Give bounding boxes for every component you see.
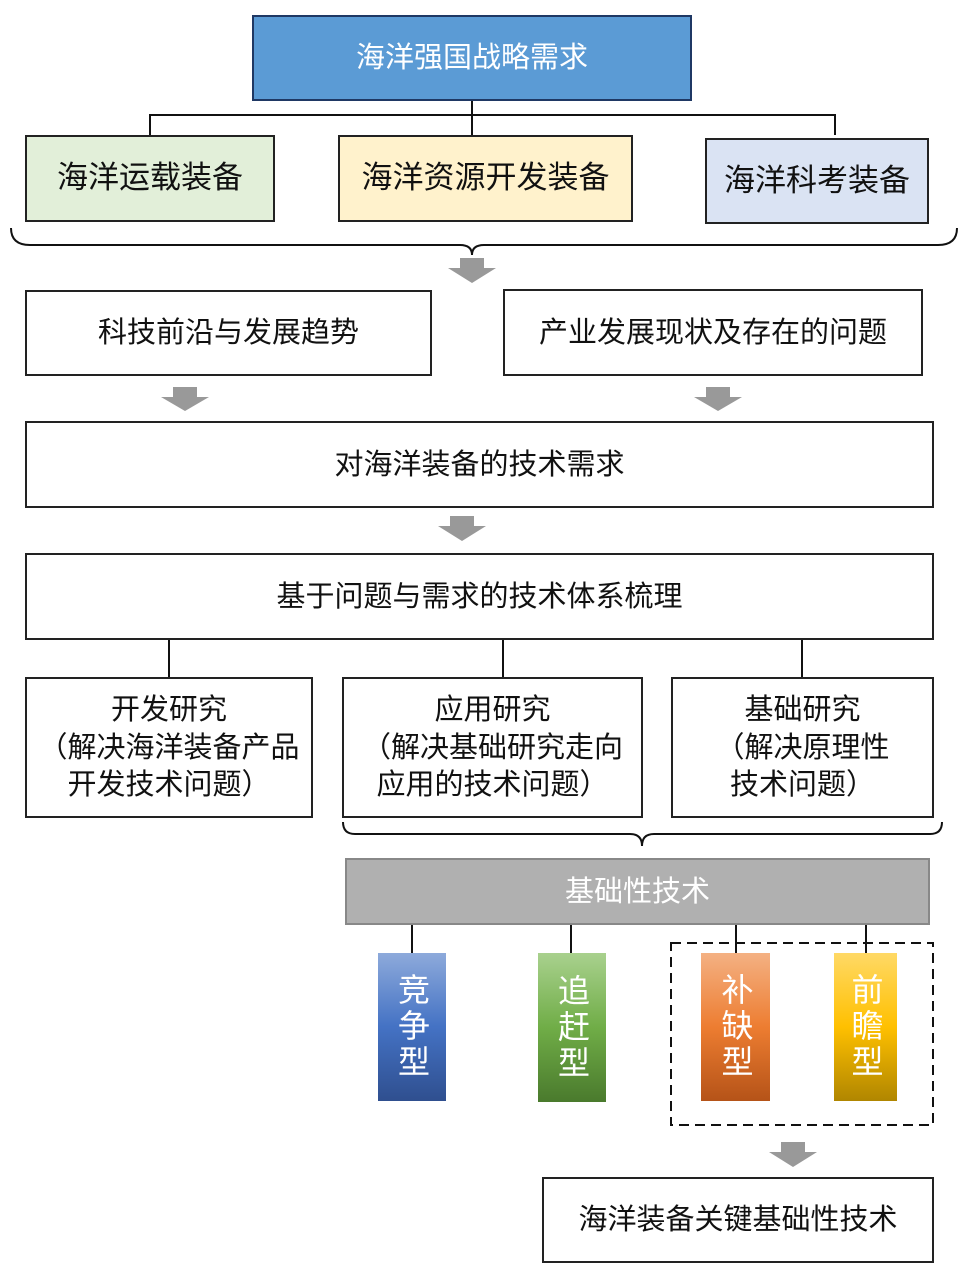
arrow-down-icon xyxy=(161,387,209,411)
frontier-trends-box: 科技前沿与发展趋势 xyxy=(25,290,432,376)
research-desc: （解决基础研究走向应用的技术问题） xyxy=(361,729,623,802)
type-competitive: 竞争型 xyxy=(378,953,446,1101)
brace-research xyxy=(342,821,943,847)
industry-status-box: 产业发展现状及存在的问题 xyxy=(503,289,923,376)
research-basic-box: 基础研究 （解决原理性技术问题） xyxy=(671,677,934,818)
arrow-down-icon xyxy=(769,1142,817,1167)
dashed-group xyxy=(670,942,934,1126)
type-catch-up: 追赶型 xyxy=(538,953,606,1102)
research-title: 基础研究 xyxy=(744,691,861,726)
tech-demand-box: 对海洋装备的技术需求 xyxy=(25,421,934,508)
research-desc: （解决海洋装备产品开发技术问题） xyxy=(38,729,300,802)
type-gap-filling: 补缺型 xyxy=(701,953,770,1101)
basic-tech-box: 基础性技术 xyxy=(345,858,930,925)
key-basic-tech-box: 海洋装备关键基础性技术 xyxy=(542,1177,934,1263)
connector-research xyxy=(168,639,803,677)
category-science: 海洋科考装备 xyxy=(705,138,929,224)
research-dev-box: 开发研究 （解决海洋装备产品开发技术问题） xyxy=(25,677,313,818)
research-applied-box: 应用研究 （解决基础研究走向应用的技术问题） xyxy=(342,677,643,818)
arrow-down-icon xyxy=(438,516,486,541)
arrow-down-icon xyxy=(448,258,496,283)
research-title: 开发研究 xyxy=(110,691,227,726)
strategy-demand-box: 海洋强国战略需求 xyxy=(252,15,692,101)
category-resource: 海洋资源开发装备 xyxy=(338,135,633,222)
category-transport: 海洋运载装备 xyxy=(25,135,275,222)
research-desc: （解决原理性技术问题） xyxy=(715,729,890,802)
tech-system-box: 基于问题与需求的技术体系梳理 xyxy=(25,553,934,640)
type-forward-looking: 前瞻型 xyxy=(834,953,897,1101)
connector-top xyxy=(149,100,836,135)
arrow-down-icon xyxy=(694,387,742,411)
connector-types xyxy=(411,925,867,955)
brace-top xyxy=(10,227,958,256)
research-title: 应用研究 xyxy=(434,691,551,726)
